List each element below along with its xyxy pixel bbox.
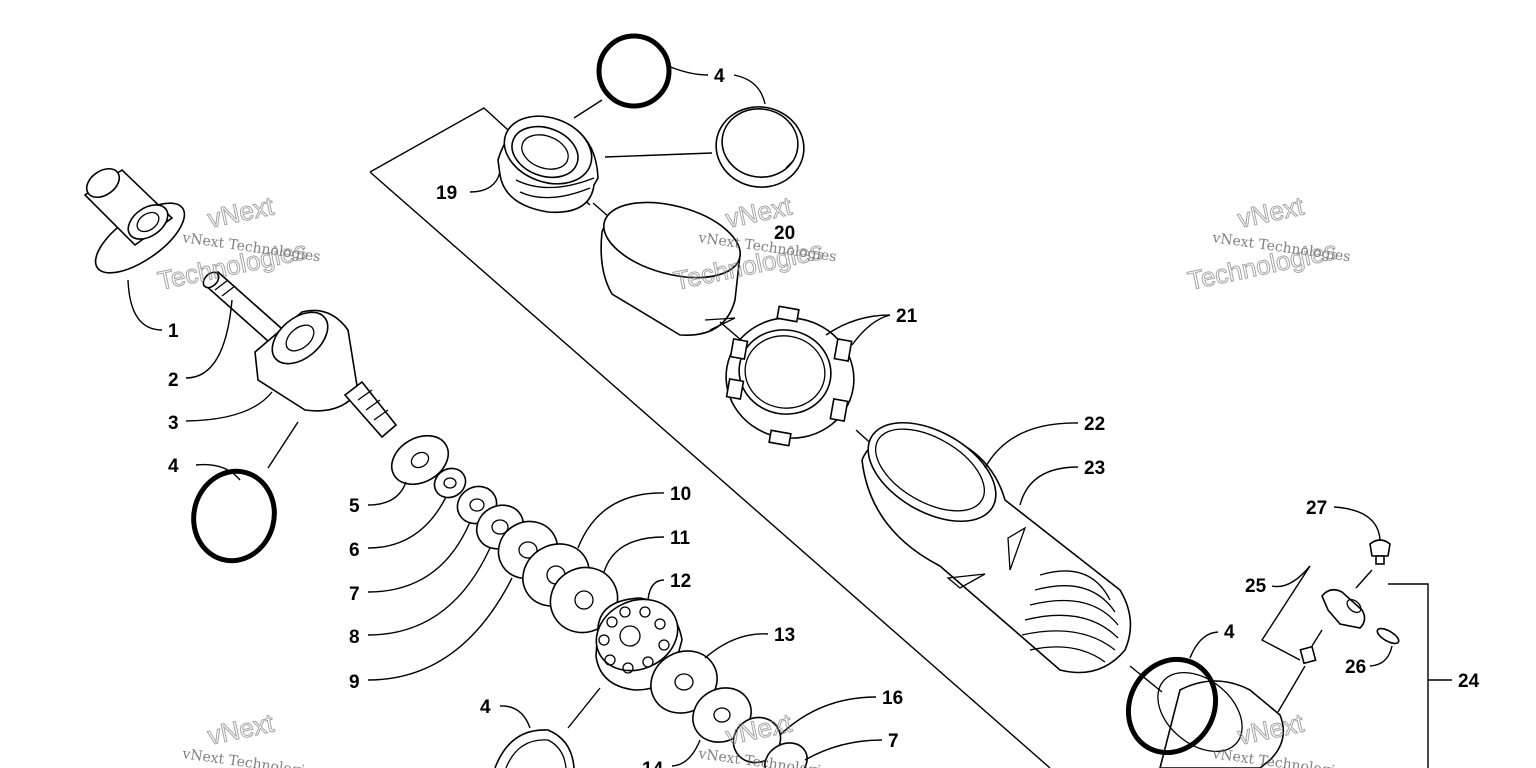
watermark-3: vNext Technologies vNext Technologies	[1185, 190, 1352, 296]
leader-14	[671, 739, 701, 767]
callout-21: 21	[896, 306, 918, 327]
leader-27-axis	[1355, 569, 1373, 589]
callout-22: 22	[1084, 414, 1105, 435]
leader-tube-to-ring	[1129, 665, 1163, 693]
part-4-o-ring-left	[191, 468, 277, 564]
svg-text:vNext: vNext	[205, 191, 277, 234]
callout-14: 14	[642, 759, 664, 768]
callout-4a: 4	[168, 456, 179, 477]
bracket-24	[1388, 583, 1429, 768]
leader-9	[367, 577, 513, 681]
part-27-screw	[1369, 539, 1391, 565]
part-3-piston-head	[254, 309, 398, 439]
callout-19: 19	[436, 183, 457, 204]
leader-23	[1019, 466, 1079, 506]
leader-7b	[804, 739, 883, 761]
callout-13: 13	[774, 625, 795, 646]
leader-10	[577, 492, 665, 549]
part-22-body-tube	[861, 421, 1132, 674]
callout-23: 23	[1084, 458, 1105, 479]
leader-25-axis-lower	[1277, 665, 1306, 713]
leader-4-top-band	[733, 74, 766, 105]
leader-4-bottom	[499, 705, 531, 729]
leader-2	[185, 299, 233, 379]
callout-7a: 7	[349, 584, 360, 605]
leader-12	[647, 579, 665, 601]
leader-4a	[195, 463, 241, 481]
callout-27: 27	[1306, 498, 1327, 519]
part-20-sleeve	[600, 201, 741, 336]
leader-3-to-4	[267, 421, 299, 469]
leader-21a	[825, 314, 891, 336]
leader-26	[1369, 645, 1393, 667]
callout-20: 20	[774, 223, 795, 244]
leader-25-axis	[1311, 629, 1323, 647]
callout-7b: 7	[888, 731, 899, 752]
callout-8: 8	[349, 627, 360, 648]
leader-25	[1271, 565, 1311, 588]
part-25-valve	[1321, 588, 1366, 629]
callout-4d: 4	[480, 697, 491, 718]
leader-6	[367, 496, 447, 549]
part-19-seal-head	[497, 115, 599, 214]
leader-21b	[851, 314, 891, 346]
assembly-boundary-diagonal	[369, 171, 1051, 768]
callout-4c: 4	[1224, 622, 1235, 643]
callout-26: 26	[1345, 657, 1366, 678]
callout-9: 9	[349, 672, 360, 693]
callout-5: 5	[349, 496, 360, 517]
leader-4-top	[667, 65, 709, 76]
watermark-4: vNext vNext Technologies	[180, 707, 321, 768]
leader-5	[367, 481, 407, 506]
leader-4-right	[1189, 631, 1219, 659]
bracket-25	[1260, 565, 1311, 661]
part-25-plug	[1299, 645, 1317, 665]
leader-1	[127, 279, 163, 331]
svg-text:vNext Technologies: vNext Technologies	[1210, 746, 1351, 768]
leader-22	[984, 422, 1079, 469]
part-5-washer	[390, 434, 450, 486]
callout-6: 6	[349, 540, 360, 561]
callout-25: 25	[1245, 576, 1267, 597]
part-4-o-ring-right	[1125, 656, 1219, 756]
callout-11: 11	[670, 528, 691, 549]
callout-3: 3	[168, 413, 179, 434]
callout-16: 16	[882, 688, 903, 709]
leader-19	[469, 171, 501, 193]
leader-13	[704, 633, 769, 659]
leader-12-axis	[567, 687, 601, 729]
callout-1: 1	[168, 321, 179, 342]
leader-27	[1333, 506, 1381, 541]
svg-text:vNext Technologies: vNext Technologies	[180, 746, 321, 768]
svg-text:vNext: vNext	[1235, 191, 1307, 234]
part-21-castle-nut	[725, 305, 855, 447]
callout-4b: 4	[714, 66, 725, 87]
part-4-band-top	[715, 106, 805, 188]
leader-ring-to-19	[573, 99, 603, 119]
part-4-o-ring-top	[596, 33, 672, 109]
svg-text:vNext: vNext	[205, 708, 277, 751]
leader-3	[185, 391, 273, 422]
leader-8	[367, 547, 491, 636]
callout-12: 12	[670, 571, 691, 592]
washer-stack	[390, 434, 619, 634]
part-4-ring-bottom	[494, 729, 575, 768]
leader-11	[603, 536, 665, 573]
part-26-o-ring	[1376, 627, 1400, 645]
leader-19-to-band	[604, 152, 713, 158]
leader-7a	[367, 521, 471, 593]
leader-16	[779, 696, 877, 736]
callout-10: 10	[670, 484, 691, 505]
part-6-washer	[433, 467, 467, 499]
callout-24: 24	[1458, 671, 1480, 692]
callout-2: 2	[168, 370, 179, 391]
part-1-bushing	[83, 167, 186, 274]
